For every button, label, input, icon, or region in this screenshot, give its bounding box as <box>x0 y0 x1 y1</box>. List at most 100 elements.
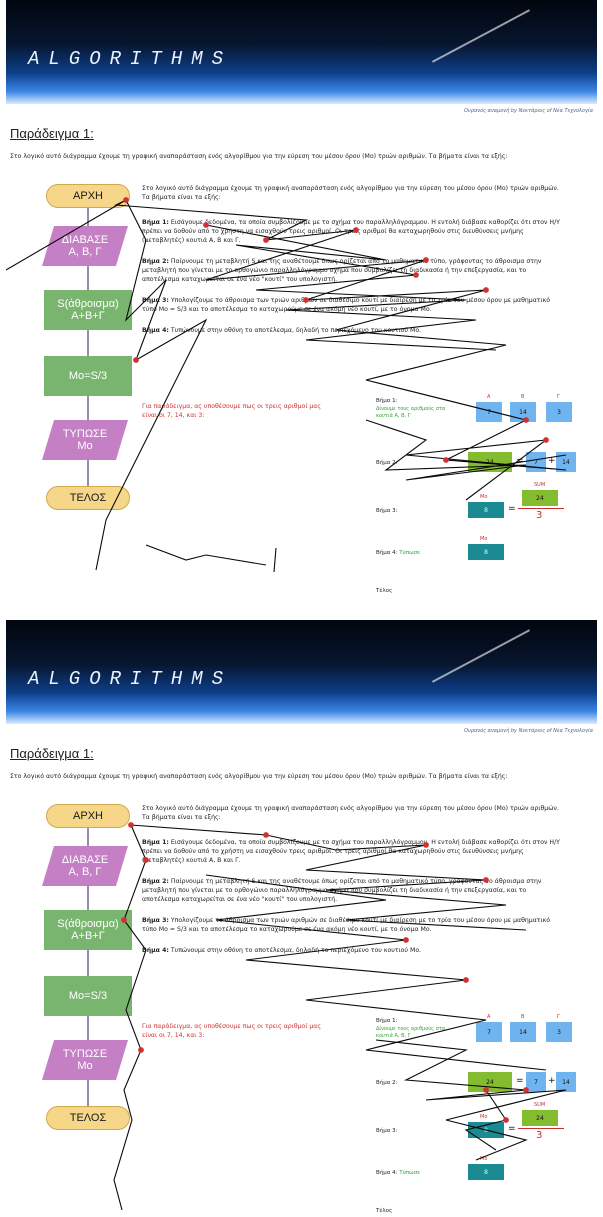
step4-label: Βήμα 4: <box>142 327 169 334</box>
box-mo2: 8 <box>468 544 504 560</box>
op-eq2: = <box>508 504 516 514</box>
screenshot-panel-bottom: ALGORITHMS Ουρανός αναμονή by Νεκτάριος … <box>6 620 597 1217</box>
cap-mo: Mo <box>480 1114 488 1120</box>
box-g: 3 <box>546 1022 572 1042</box>
banner-title: ALGORITHMS <box>28 48 233 70</box>
step2-label: Βήμα 2: <box>142 878 169 885</box>
banner-streak <box>431 629 531 683</box>
cap-sum: SUM <box>534 1102 546 1108</box>
cap-mo2: Mo <box>480 1156 488 1162</box>
diag-step1: Βήμα 1: <box>376 398 398 404</box>
fraction-denominator: 3 <box>536 1130 543 1141</box>
example-note: Για παράδειγμα, ας υποθέσουμε πως οι τρε… <box>142 1023 322 1039</box>
op-eq2: = <box>508 1124 516 1134</box>
diag-step4-green: Τύπωσε <box>399 550 421 556</box>
diag-step4-green: Τύπωσε <box>399 1170 421 1176</box>
banner-credit: Ουρανός αναμονή by Νεκτάριος of Νέα Τεχν… <box>464 728 593 734</box>
step3-text: Υπολογίζουμε το άθροισμα των τριών αριθμ… <box>142 297 551 313</box>
flow-read: ΔΙΑΒΑΣΕ Α, Β, Γ <box>42 846 128 886</box>
screenshot-panel-top: ALGORITHMS Ουρανός αναμονή by Νεκτάριος … <box>6 0 597 597</box>
steps-text: Στο λογικό αυτό διάγραμμα έχουμε τη γραφ… <box>142 804 562 967</box>
box-sum: 24 <box>468 452 512 472</box>
example-diagram: Βήμα 1: Δίνουμε τους αριθμούς στα κουτιά… <box>376 390 596 597</box>
step1-label: Βήμα 1: <box>142 839 169 846</box>
cap-mo2: Mo <box>480 536 488 542</box>
cap-a: Α <box>487 1014 491 1020</box>
intro-text: Στο λογικό αυτό διάγραμμα έχουμε τη γραφ… <box>10 153 508 160</box>
step4-text: Τυπώνουμε στην οθόνη το αποτέλεσμα, δηλα… <box>170 327 421 334</box>
flow-connector <box>87 810 89 1125</box>
flowchart: ΑΡΧΗ ΔΙΑΒΑΣΕ Α, Β, Γ S(άθροισμα) A+B+Γ M… <box>32 180 142 530</box>
cap-b: Β <box>521 394 525 400</box>
step3-text: Υπολογίζουμε το άθροισμα των τριών αριθμ… <box>142 917 551 933</box>
box-sum2: 24 <box>522 1110 558 1126</box>
fraction-line <box>518 1128 564 1129</box>
diag-step2: Βήμα 2: <box>376 460 398 466</box>
flow-mean: Mo=S/3 <box>44 356 132 396</box>
banner-streak <box>431 9 531 63</box>
box-mo: 8 <box>468 502 504 518</box>
diag-step1-green: Δίνουμε τους αριθμούς στα κουτιά Α, Β, Γ <box>376 406 446 419</box>
box-sum2: 24 <box>522 490 558 506</box>
cap-a: Α <box>487 394 491 400</box>
header-banner: ALGORITHMS <box>6 620 597 724</box>
cap-g: Γ <box>557 394 560 400</box>
step4-label: Βήμα 4: <box>142 947 169 954</box>
cap-g: Γ <box>557 1014 560 1020</box>
box-b2: 14 <box>556 452 576 472</box>
flow-print: ΤΥΠΩΣΕ Mo <box>42 1040 128 1080</box>
step1-text: Εισάγουμε δεδομένα, τα οποία συμβολίζουμ… <box>142 219 560 244</box>
box-a2: 7 <box>526 1072 546 1092</box>
flow-read: ΔΙΑΒΑΣΕ Α, Β, Γ <box>42 226 128 266</box>
diag-end: Τέλος <box>376 588 393 594</box>
flow-sum: S(άθροισμα) A+B+Γ <box>44 910 132 950</box>
flow-end: ΤΕΛΟΣ <box>46 486 130 510</box>
example-diagram: Βήμα 1: Δίνουμε τους αριθμούς στα κουτιά… <box>376 1010 596 1217</box>
step2-text: Παίρνουμε τη μεταβλητή S και της αναθέτο… <box>142 878 542 903</box>
steps-text: Στο λογικό αυτό διάγραμμα έχουμε τη γραφ… <box>142 184 562 347</box>
example-note: Για παράδειγμα, ας υποθέσουμε πως οι τρε… <box>142 403 322 419</box>
step3-label: Βήμα 3: <box>142 297 169 304</box>
steps-intro: Στο λογικό αυτό διάγραμμα έχουμε τη γραφ… <box>142 185 559 201</box>
box-g: 3 <box>546 402 572 422</box>
flowchart: ΑΡΧΗ ΔΙΑΒΑΣΕ Α, Β, Γ S(άθροισμα) A+B+Γ M… <box>32 800 142 1150</box>
flow-start: ΑΡΧΗ <box>46 804 130 828</box>
header-banner: ALGORITHMS <box>6 0 597 104</box>
diag-step3: Βήμα 3: <box>376 1128 398 1134</box>
box-mo2: 8 <box>468 1164 504 1180</box>
op-eq: = <box>516 456 524 466</box>
box-sum: 24 <box>468 1072 512 1092</box>
box-b: 14 <box>510 402 536 422</box>
step4-text: Τυπώνουμε στην οθόνη το αποτέλεσμα, δηλα… <box>170 947 421 954</box>
fraction-line <box>518 508 564 509</box>
diag-step4-label: Βήμα 4: <box>376 1170 398 1176</box>
diag-step2: Βήμα 2: <box>376 1080 398 1086</box>
banner-title: ALGORITHMS <box>28 668 233 690</box>
page-heading: Παράδειγμα 1: <box>10 746 94 761</box>
cap-mo: Mo <box>480 494 488 500</box>
step3-label: Βήμα 3: <box>142 917 169 924</box>
box-b: 14 <box>510 1022 536 1042</box>
intro-text: Στο λογικό αυτό διάγραμμα έχουμε τη γραφ… <box>10 773 508 780</box>
flow-sum: S(άθροισμα) A+B+Γ <box>44 290 132 330</box>
cap-sum: SUM <box>534 482 546 488</box>
page-heading: Παράδειγμα 1: <box>10 126 94 141</box>
flow-mean: Mo=S/3 <box>44 976 132 1016</box>
banner-credit: Ουρανός αναμονή by Νεκτάριος of Νέα Τεχν… <box>464 108 593 114</box>
flow-start: ΑΡΧΗ <box>46 184 130 208</box>
steps-intro: Στο λογικό αυτό διάγραμμα έχουμε τη γραφ… <box>142 805 559 821</box>
cap-b: Β <box>521 1014 525 1020</box>
diag-step4: Βήμα 4: Τύπωσε <box>376 550 420 556</box>
box-a: 7 <box>476 1022 502 1042</box>
diag-step1-green: Δίνουμε τους αριθμούς στα κουτιά Α, Β, Γ <box>376 1026 446 1039</box>
diag-step4-label: Βήμα 4: <box>376 550 398 556</box>
box-a: 7 <box>476 402 502 422</box>
flow-end: ΤΕΛΟΣ <box>46 1106 130 1130</box>
op-plus1: + <box>548 456 556 466</box>
step2-text: Παίρνουμε τη μεταβλητή S και της αναθέτο… <box>142 258 542 283</box>
step1-text: Εισάγουμε δεδομένα, τα οποία συμβολίζουμ… <box>142 839 560 864</box>
op-plus1: + <box>548 1076 556 1086</box>
box-mo: 8 <box>468 1122 504 1138</box>
box-b2: 14 <box>556 1072 576 1092</box>
diag-end: Τέλος <box>376 1208 393 1214</box>
